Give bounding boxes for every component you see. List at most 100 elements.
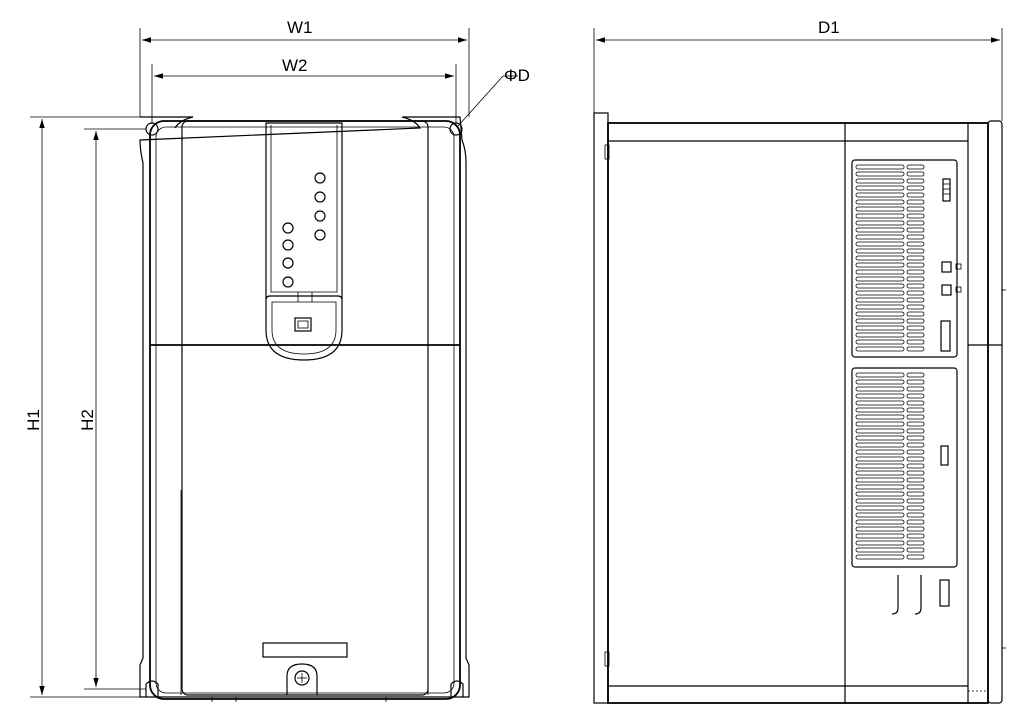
vent-slot	[855, 519, 905, 525]
vent-slot	[855, 185, 905, 191]
vent-slot	[906, 192, 925, 198]
vent-slot	[906, 512, 925, 518]
vent-slot	[855, 477, 905, 483]
indicator-led	[282, 222, 294, 234]
vent-slot	[906, 421, 925, 427]
mounting-slot-bottom-left	[145, 680, 159, 697]
vent-grille-lower	[851, 367, 958, 568]
vent-slot	[855, 372, 905, 378]
vent-slot	[855, 554, 905, 560]
vent-slot	[855, 442, 905, 448]
grounding-screw	[286, 663, 318, 695]
vent-slot	[855, 407, 905, 413]
housing-outer	[149, 120, 461, 700]
vent-slot	[855, 421, 905, 427]
vent-slot	[906, 393, 925, 399]
mounting-slot-bottom-right	[450, 680, 464, 697]
vent-slot	[855, 297, 905, 303]
indicator-led	[314, 210, 326, 222]
vent-slot	[855, 262, 905, 268]
vent-slot	[906, 164, 925, 170]
vent-slot	[906, 185, 925, 191]
vent-slot	[906, 505, 925, 511]
front-dimensions: W1 W2 ΦD H1 H2	[24, 18, 530, 698]
vent-slot	[906, 318, 925, 324]
vent-slot	[906, 386, 925, 392]
vent-slot	[855, 414, 905, 420]
vent-slot	[855, 491, 905, 497]
vent-slot	[906, 554, 925, 560]
vent-slot	[906, 477, 925, 483]
vent-slot	[906, 470, 925, 476]
vent-slot	[906, 304, 925, 310]
vent-slot	[855, 311, 905, 317]
vent-slot	[855, 449, 905, 455]
side-slot-2	[940, 445, 949, 466]
vent-slot	[906, 533, 925, 539]
rj45-port-icon	[294, 317, 312, 332]
vent-slot	[855, 540, 905, 546]
vent-slot	[855, 456, 905, 462]
label-h1: H1	[24, 409, 43, 431]
vent-slots-upper	[855, 164, 925, 352]
vent-slot	[855, 171, 905, 177]
vent-slot	[855, 428, 905, 434]
vent-slot	[855, 206, 905, 212]
vent-slot	[906, 171, 925, 177]
vent-slot	[855, 332, 905, 338]
vent-slot	[906, 372, 925, 378]
vent-slot	[855, 227, 905, 233]
vent-grille-upper	[851, 159, 958, 358]
vent-slot	[906, 332, 925, 338]
vent-slot	[906, 199, 925, 205]
vent-slot	[855, 276, 905, 282]
vent-slot	[855, 379, 905, 385]
vent-slot	[906, 498, 925, 504]
vent-slot	[906, 463, 925, 469]
vent-slot	[906, 428, 925, 434]
indicator-led	[282, 276, 294, 288]
vent-slot	[906, 379, 925, 385]
vent-slot	[855, 304, 905, 310]
side-view	[593, 112, 1006, 704]
label-phi-d: ΦD	[504, 66, 530, 85]
vent-slot	[906, 213, 925, 219]
vent-slots-lower	[855, 372, 925, 560]
vent-slot	[855, 484, 905, 490]
vent-slot	[855, 325, 905, 331]
dip-switch-1	[941, 261, 952, 273]
vent-slot	[855, 505, 905, 511]
keypad-bezel	[265, 300, 343, 361]
vent-slot	[906, 435, 925, 441]
housing-inner	[155, 126, 455, 694]
vent-slot	[906, 206, 925, 212]
screw-icon	[294, 670, 310, 686]
vent-slot	[906, 526, 925, 532]
vent-slot	[906, 442, 925, 448]
vent-slot	[906, 456, 925, 462]
vent-slot	[906, 400, 925, 406]
vent-slot	[906, 255, 925, 261]
vent-slot	[855, 393, 905, 399]
vent-slot	[855, 164, 905, 170]
indicator-led	[314, 191, 326, 203]
vent-slot	[906, 220, 925, 226]
vent-slot	[855, 470, 905, 476]
vent-slot	[906, 227, 925, 233]
vent-slot	[906, 547, 925, 553]
connector-strip	[942, 178, 951, 202]
vent-slot	[906, 339, 925, 345]
label-h2: H2	[78, 409, 97, 431]
vent-slot	[906, 290, 925, 296]
vent-slot	[906, 540, 925, 546]
side-slot-3	[939, 579, 950, 607]
led-column-right	[314, 172, 326, 241]
vent-slot	[855, 512, 905, 518]
side-back-plate	[593, 112, 609, 704]
vent-slot	[855, 234, 905, 240]
vent-slot	[906, 269, 925, 275]
indicator-led	[282, 257, 294, 269]
vent-slot	[855, 526, 905, 532]
vent-slot	[855, 400, 905, 406]
vent-slot	[855, 290, 905, 296]
